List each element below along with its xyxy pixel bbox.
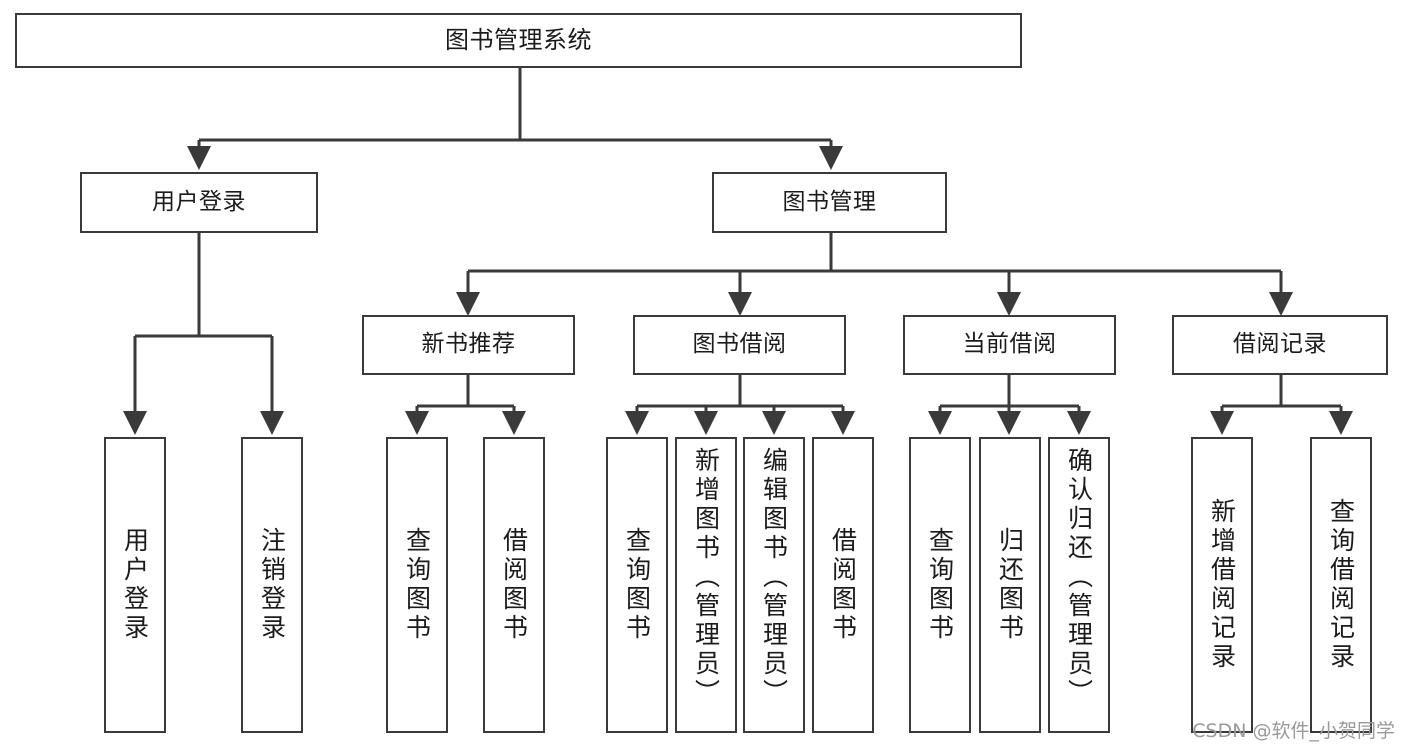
node-label: 用户登录 [152, 188, 246, 215]
watermark: CSDN @软件_小贺同学 [1192, 720, 1395, 742]
node-label: 新增图书（管理员） [691, 447, 721, 708]
node-label: 查询图书 [622, 527, 652, 643]
leaf-user-login[interactable]: 用户登录 [104, 437, 166, 733]
node-label: 图书管理 [782, 188, 877, 215]
node-label: 编辑图书（管理员） [759, 447, 789, 708]
node-label: 确认归还（管理员） [1064, 447, 1094, 708]
leaf-borrow-book-1[interactable]: 借阅图书 [483, 437, 545, 733]
leaf-query-book-3[interactable]: 查询图书 [909, 437, 971, 733]
leaf-add-book[interactable]: 新增图书（管理员） [675, 437, 737, 733]
leaf-query-book-1[interactable]: 查询图书 [386, 437, 448, 733]
node-current-borrow[interactable]: 当前借阅 [903, 315, 1116, 375]
node-root-system[interactable]: 图书管理系统 [15, 13, 1022, 68]
node-label: 借阅记录 [1233, 331, 1327, 358]
node-book-management[interactable]: 图书管理 [712, 172, 947, 233]
node-new-book-recommend[interactable]: 新书推荐 [362, 315, 575, 375]
leaf-add-borrow-record[interactable]: 新增借阅记录 [1191, 437, 1253, 733]
leaf-borrow-book-2[interactable]: 借阅图书 [812, 437, 874, 733]
node-label: 新增借阅记录 [1207, 498, 1237, 672]
node-label: 图书借阅 [692, 331, 787, 358]
leaf-query-borrow-record[interactable]: 查询借阅记录 [1310, 437, 1372, 733]
node-label: 当前借阅 [962, 331, 1057, 358]
node-user-login[interactable]: 用户登录 [80, 172, 318, 233]
node-label: 借阅图书 [499, 527, 529, 643]
node-book-borrow[interactable]: 图书借阅 [633, 315, 846, 375]
node-label: 借阅图书 [828, 527, 858, 643]
node-label: 查询图书 [925, 527, 955, 643]
leaf-confirm-return[interactable]: 确认归还（管理员） [1048, 437, 1110, 733]
node-borrow-records[interactable]: 借阅记录 [1172, 315, 1388, 375]
node-label: 图书管理系统 [445, 26, 592, 55]
leaf-return-book[interactable]: 归还图书 [979, 437, 1041, 733]
leaf-user-logout[interactable]: 注销登录 [241, 437, 303, 733]
node-label: 查询图书 [402, 527, 432, 643]
node-label: 归还图书 [995, 527, 1025, 643]
node-label: 查询借阅记录 [1326, 498, 1356, 672]
node-label: 用户登录 [120, 527, 150, 643]
leaf-query-book-2[interactable]: 查询图书 [606, 437, 668, 733]
node-label: 注销登录 [257, 527, 287, 643]
leaf-edit-book[interactable]: 编辑图书（管理员） [743, 437, 805, 733]
node-label: 新书推荐 [421, 331, 516, 358]
